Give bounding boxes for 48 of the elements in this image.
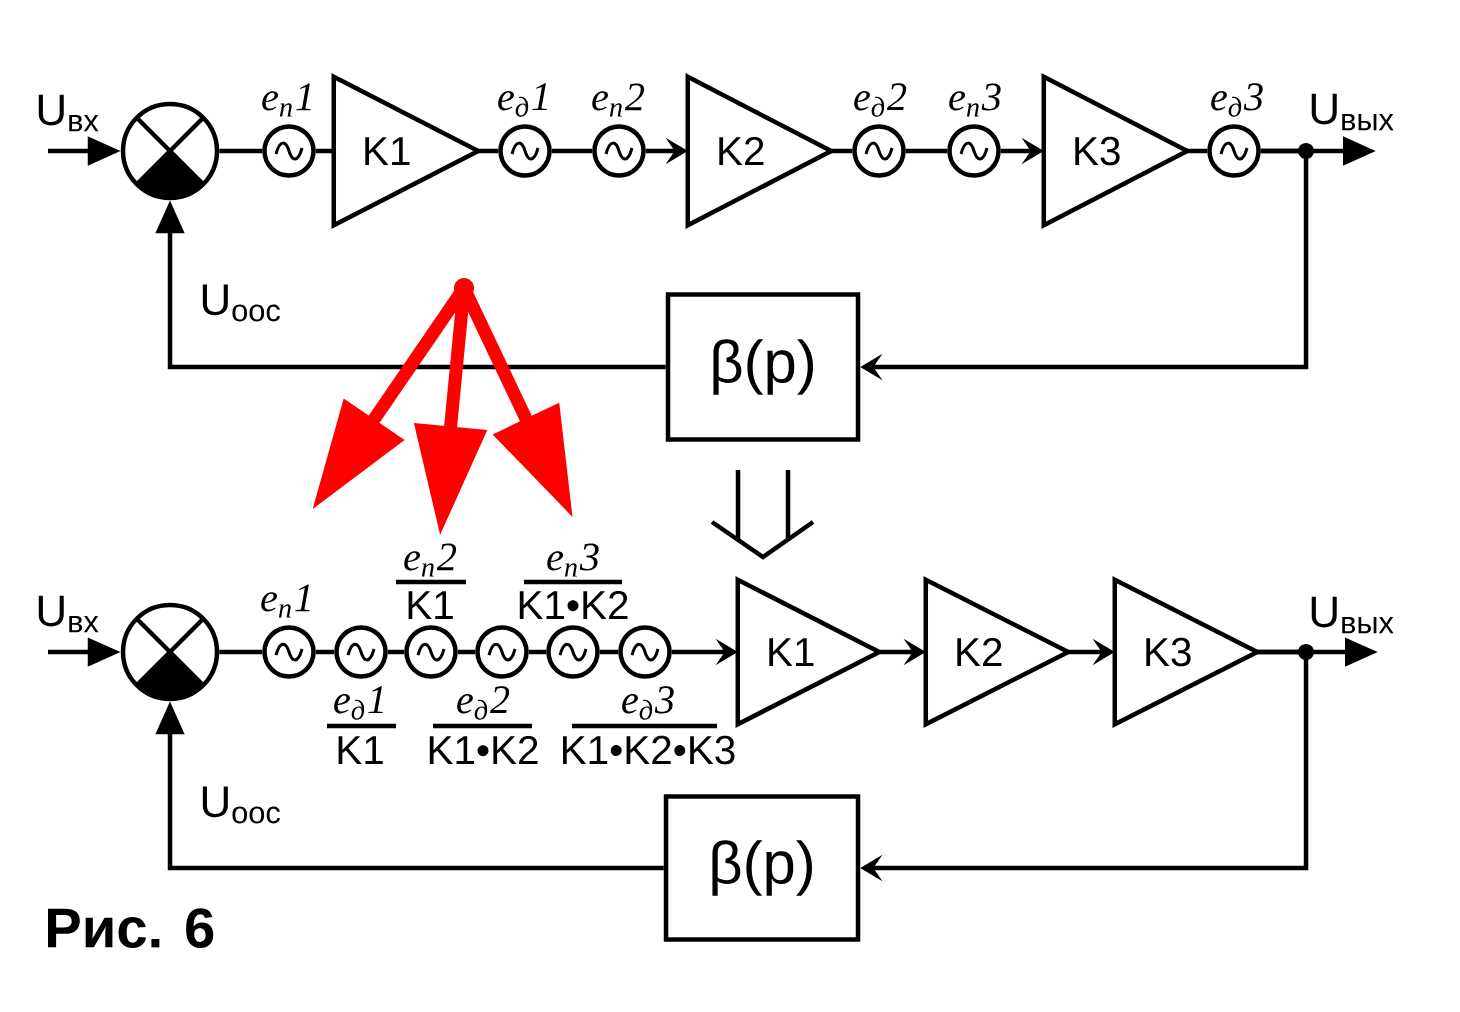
noise-source: [404, 625, 458, 679]
line: [219, 649, 263, 655]
line: [1187, 148, 1208, 154]
noise-source: [262, 625, 316, 679]
line: [831, 148, 853, 154]
noise-source: [592, 124, 646, 178]
source-label: e$_{п}$3: [949, 83, 1001, 117]
noise-source: [546, 625, 600, 679]
signal-label: U$_{вх}$: [31, 592, 105, 636]
source-label: e$_{п}$1: [262, 83, 311, 117]
line: [599, 649, 619, 655]
source-label: e$_{п}$2: [592, 83, 645, 117]
line: [315, 148, 334, 154]
summing-junction: [120, 101, 220, 201]
line: [528, 649, 547, 655]
line: [905, 148, 948, 154]
line: [551, 148, 593, 154]
noise-source: [618, 625, 672, 679]
transfer-function-box: β(p): [665, 292, 861, 442]
noise-source: [947, 124, 1001, 178]
signal-label: U$_{вых}$: [1304, 593, 1400, 637]
noise-source: [475, 625, 529, 679]
noise-source: [852, 124, 906, 178]
noise-source: [498, 124, 552, 178]
noise-source: [334, 625, 388, 679]
source-label: e$_{п}$1: [261, 584, 310, 618]
fraction-label: e$_{д}$1 K1: [327, 686, 396, 764]
signal-label: U$_{вых}$: [1304, 90, 1400, 134]
summing-junction: [120, 602, 220, 702]
transfer-function-box: β(p): [663, 794, 861, 942]
figure-caption: Рис. 6: [48, 908, 214, 948]
line: [315, 649, 335, 655]
line: [478, 148, 499, 154]
signal-label: U$_{оос}$: [195, 783, 287, 827]
source-label: e$_{д}$2: [854, 83, 907, 117]
noise-source: [1207, 124, 1261, 178]
fraction-label: e$_{д}$2 K1•K2: [429, 686, 538, 765]
line: [219, 148, 263, 154]
fraction-label: e$_{п}$2 K1: [396, 543, 466, 619]
line: [387, 649, 405, 655]
fraction-label: e$_{д}$3 K1•K2•K3: [563, 686, 735, 765]
signal-label: U$_{вх}$: [31, 91, 105, 135]
noise-source: [262, 124, 316, 178]
line: [457, 649, 476, 655]
source-label: e$_{д}$3: [1211, 83, 1263, 117]
fraction-label: e$_{п}$3 K1•K2: [519, 543, 628, 620]
signal-label: U$_{оос}$: [195, 281, 287, 325]
source-label: e$_{д}$1: [498, 83, 547, 117]
